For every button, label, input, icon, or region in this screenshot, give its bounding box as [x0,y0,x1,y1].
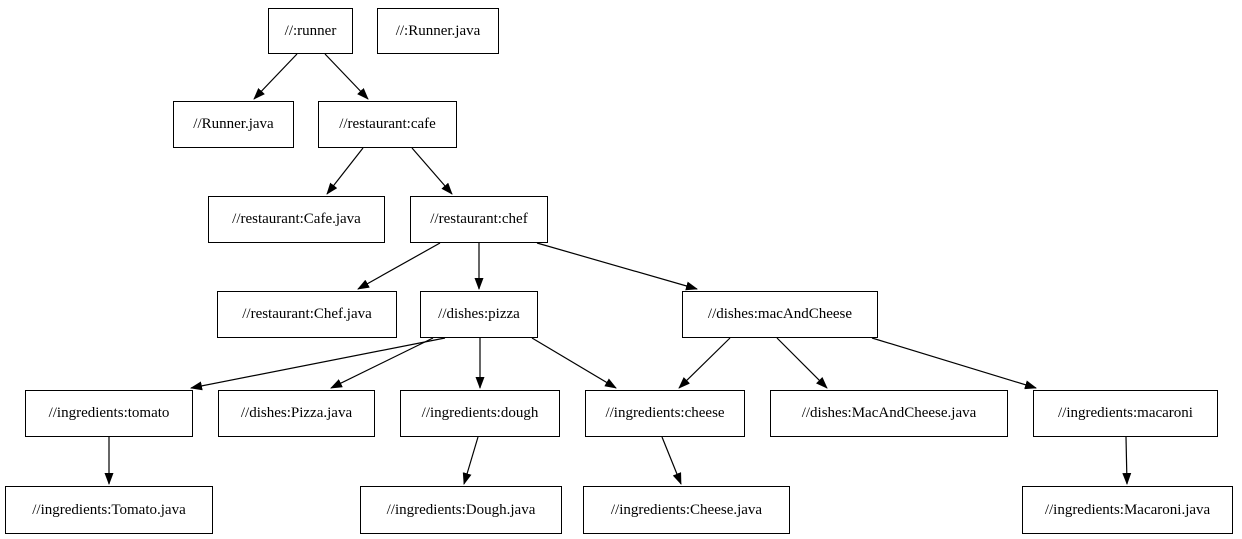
graph-node-label: //ingredients:dough [421,405,539,421]
graph-node-label: //:Runner.java [395,22,481,39]
graph-node-label: //ingredients:Dough.java [386,501,536,518]
graph-edges [104,53,1132,485]
graph-node-label: //Runner.java [193,116,274,132]
graph-edge-chef->mac_and_cheese [536,242,698,291]
graph-node-label: //restaurant:Cafe.java [232,211,361,227]
graph-node-pizza: //dishes:pizza [420,291,538,338]
graph-node-label: //dishes:pizza [438,306,520,322]
graph-edge-mac_and_cheese->cheese [678,337,731,389]
graph-node-label: //dishes:Pizza.java [240,405,353,421]
graph-edge-runner->cafe [324,53,369,100]
graph-node-label: //ingredients:macaroni [1058,405,1193,421]
graph-node-cheese: //ingredients:cheese [585,390,745,437]
graph-node-chef: //restaurant:chef [410,196,548,243]
graph-node-macaroni_java: //ingredients:Macaroni.java [1022,486,1233,534]
graph-node-runner_java: //Runner.java [173,101,294,148]
graph-node-label: //restaurant:Chef.java [242,306,372,322]
graph-node-macaroni: //ingredients:macaroni [1033,390,1218,437]
graph-edge-pizza->tomato [190,337,446,391]
graph-node-label: //ingredients:tomato [48,405,170,421]
graph-edge-cafe->cafe_java [326,147,364,195]
graph-node-pizza_java: //dishes:Pizza.java [218,390,375,437]
graph-node-label: //ingredients:Tomato.java [32,501,186,518]
graph-node-chef_java: //restaurant:Chef.java [217,291,397,338]
graph-node-cafe_java: //restaurant:Cafe.java [208,196,385,243]
graph-node-label: //ingredients:Cheese.java [610,501,763,518]
graph-node-label: //dishes:MacAndCheese.java [801,405,977,421]
graph-node-runner: //:runner [268,8,353,54]
graph-edge-pizza->pizza_java [330,337,434,389]
graph-node-label: //ingredients:cheese [605,405,725,421]
graph-edge-mac_and_cheese->mac_and_cheese_java [776,337,828,389]
graph-node-cheese_java: //ingredients:Cheese.java [583,486,790,534]
graph-node-runner_java_target: //:Runner.java [377,8,499,54]
graph-edge-runner->runner_java [253,53,298,100]
graph-node-mac_and_cheese: //dishes:macAndCheese [682,291,878,338]
graph-edge-cafe->chef [411,147,453,195]
graph-node-label: //dishes:macAndCheese [707,306,853,322]
graph-node-dough: //ingredients:dough [400,390,560,437]
graph-node-label: //:runner [284,22,337,39]
graph-node-label: //restaurant:cafe [339,116,436,132]
graph-edge-mac_and_cheese->macaroni [871,337,1037,390]
graph-node-mac_and_cheese_java: //dishes:MacAndCheese.java [770,390,1008,437]
graph-edge-dough->dough_java [462,436,479,485]
graph-node-tomato: //ingredients:tomato [25,390,193,437]
graph-node-label: //restaurant:chef [430,211,528,227]
graph-node-cafe: //restaurant:cafe [318,101,457,148]
graph-edge-pizza->cheese [531,337,617,389]
graph-edge-macaroni->macaroni_java [1122,436,1132,485]
graph-node-label: //ingredients:Macaroni.java [1044,501,1211,518]
graph-node-tomato_java: //ingredients:Tomato.java [5,486,213,534]
graph-edge-cheese->cheese_java [661,436,682,485]
graph-edge-chef->chef_java [357,242,441,290]
graph-node-dough_java: //ingredients:Dough.java [360,486,562,534]
